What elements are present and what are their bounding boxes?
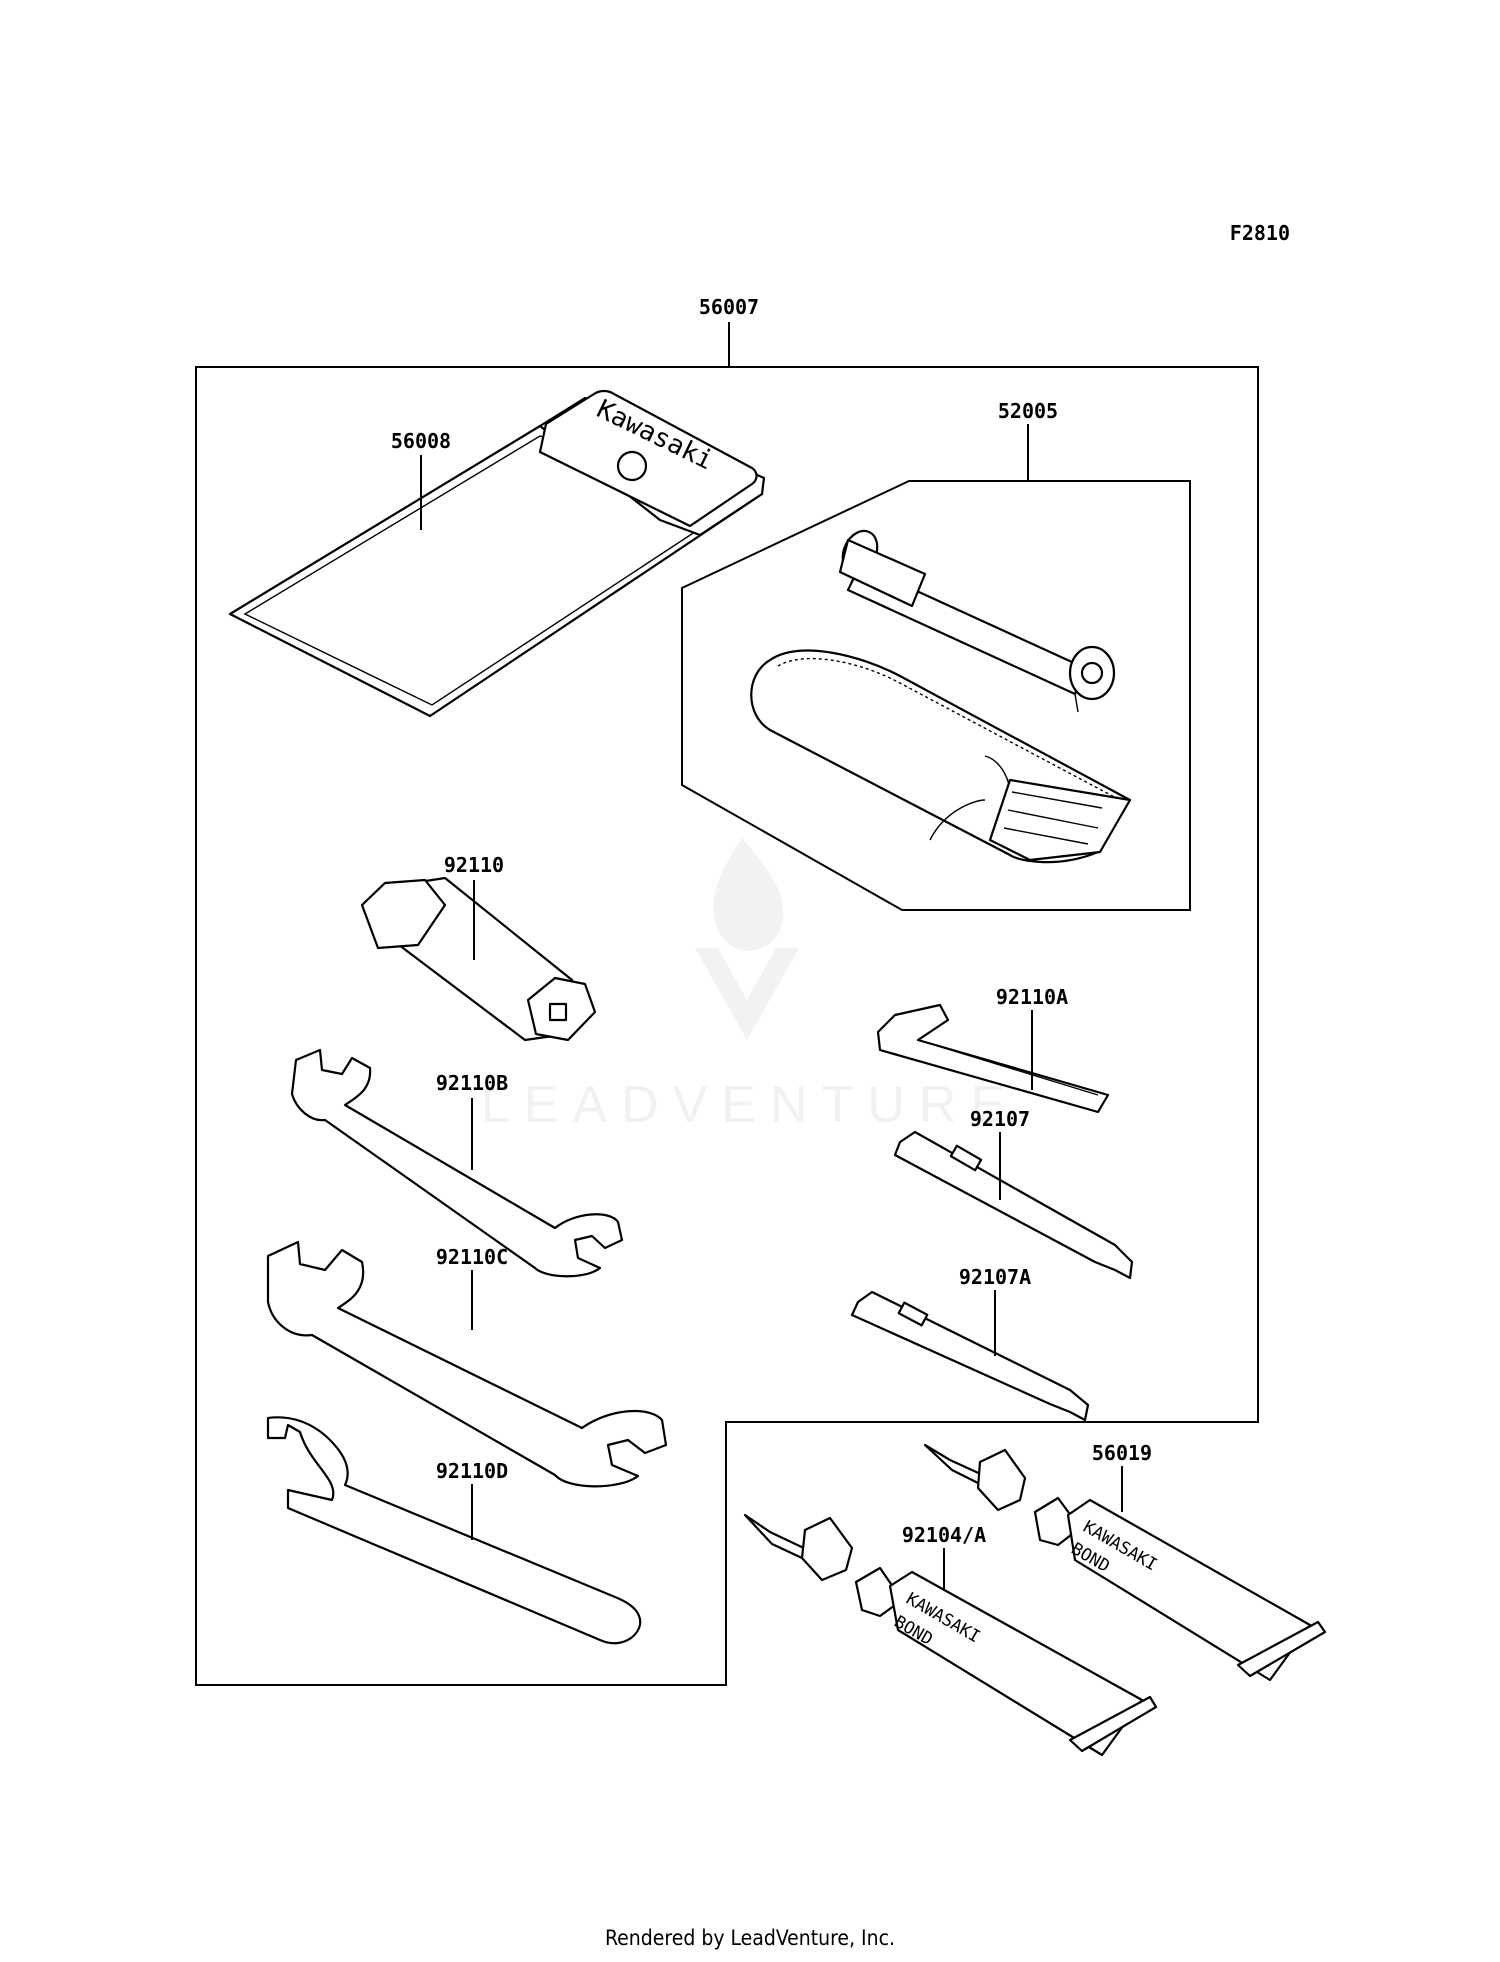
screwdriver-bit-drawing	[893, 1130, 1134, 1280]
tool-bag-drawing	[750, 649, 1132, 864]
hook-wrench-drawing	[266, 1416, 642, 1645]
kit-frame	[195, 366, 1259, 1686]
owners-pouch-drawing: Kawasaki	[228, 389, 766, 718]
part-label-92107[interactable]: 92107	[970, 1107, 1030, 1131]
part-label-92110C[interactable]: 92110C	[436, 1245, 508, 1269]
open-end-wrench-b-drawing	[290, 1048, 624, 1278]
hex-key-drawing	[876, 1003, 1110, 1114]
open-end-wrench-c-drawing	[266, 1240, 668, 1488]
screwdriver-bit-a-drawing	[850, 1290, 1090, 1422]
watermark-text: LEADVENTURE	[481, 1076, 1019, 1134]
plug-wrench-drawing	[360, 876, 597, 1042]
bond-tube-92104-drawing: KAWASAKI BOND	[743, 1513, 1158, 1757]
part-label-56019[interactable]: 56019	[1092, 1441, 1152, 1465]
part-label-92110D[interactable]: 92110D	[436, 1459, 508, 1483]
part-label-56008[interactable]: 56008	[391, 429, 451, 453]
part-label-92110A[interactable]: 92110A	[996, 985, 1068, 1009]
part-label-92110[interactable]: 92110	[444, 853, 504, 877]
tool-tube-drawing	[838, 529, 1116, 713]
part-label-52005[interactable]: 52005	[998, 399, 1058, 423]
figure-code: F2810	[1230, 221, 1290, 245]
subkit-frame-52005	[681, 480, 1191, 911]
part-label-92104A[interactable]: 92104/A	[902, 1523, 986, 1547]
part-label-56007[interactable]: 56007	[699, 295, 759, 319]
bond-tube-56019-drawing: KAWASAKI BOND	[923, 1443, 1327, 1682]
part-label-92110B[interactable]: 92110B	[436, 1071, 508, 1095]
leadventure-watermark-logo: LEADVENTURE	[481, 838, 1019, 1134]
part-label-92107A[interactable]: 92107A	[959, 1265, 1031, 1289]
footer-credit: Rendered by LeadVenture, Inc.	[605, 1926, 895, 1950]
